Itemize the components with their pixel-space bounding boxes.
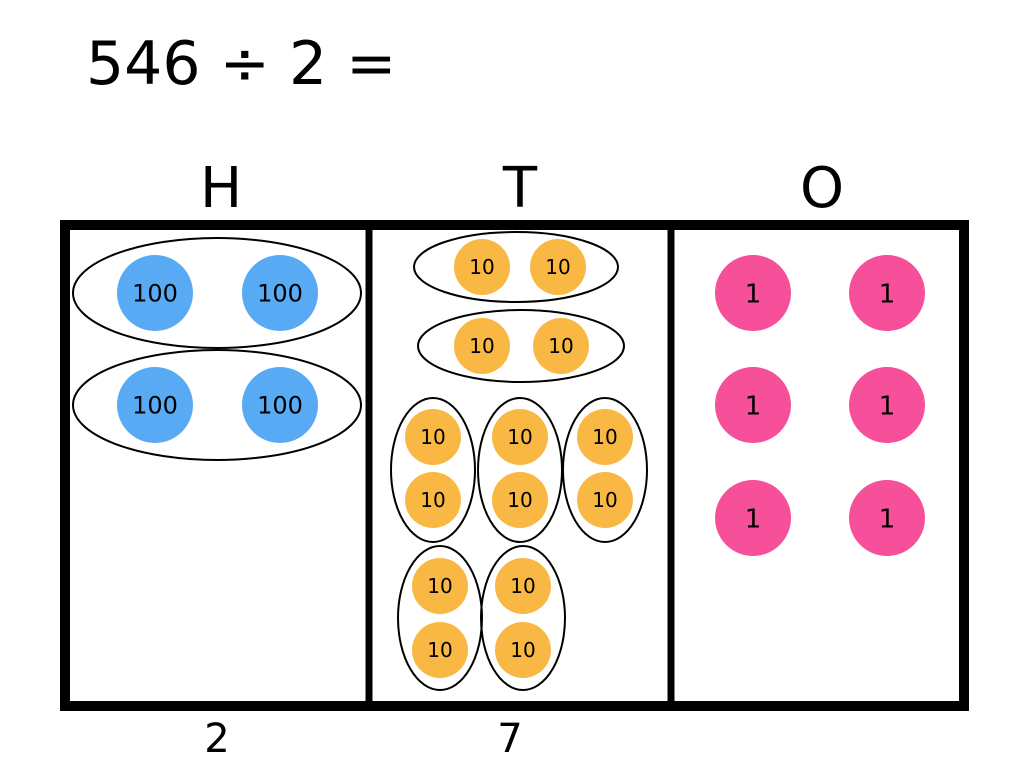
- ones-column: 1 1 1 1 1 1: [715, 255, 925, 556]
- ones-chip-disc: [715, 367, 791, 443]
- tens-chip-label: 10: [545, 255, 570, 279]
- hundreds-group-oval: [72, 237, 362, 349]
- tens-chip-disc: [405, 409, 461, 465]
- tens-chip: 10: [412, 558, 468, 614]
- tens-column: 10 10 10 10 10 10 10 10 10 10 10 10 10 10: [390, 231, 648, 691]
- hundreds-column: 100 100 100 100: [72, 237, 362, 461]
- ones-chip-label: 1: [745, 504, 762, 534]
- hundreds-chip-label: 100: [132, 392, 178, 420]
- hundreds-chip-disc: [242, 367, 318, 443]
- tens-group-oval: [480, 545, 566, 691]
- ones-chip-label: 1: [745, 279, 762, 309]
- tens-chip: 10: [577, 472, 633, 528]
- ones-chip-disc: [715, 255, 791, 331]
- tens-chip-label: 10: [469, 255, 494, 279]
- tens-chip: 10: [492, 472, 548, 528]
- tens-chip-disc: [530, 239, 586, 295]
- tens-chip-label: 10: [427, 638, 452, 662]
- column-header-tens: T: [502, 156, 538, 221]
- tens-chip-label: 10: [420, 488, 445, 512]
- tens-chip: 10: [492, 409, 548, 465]
- column-header-ones: O: [800, 156, 844, 221]
- tens-chip: 10: [495, 622, 551, 678]
- tens-group-oval: [417, 309, 625, 383]
- tens-chip-disc: [533, 318, 589, 374]
- tens-chip-label: 10: [592, 425, 617, 449]
- ones-chip-disc: [849, 480, 925, 556]
- tens-chip-disc: [405, 472, 461, 528]
- tens-chip-disc: [412, 558, 468, 614]
- tens-chip: 10: [454, 239, 510, 295]
- tens-chip-disc: [492, 472, 548, 528]
- ones-chip: 1: [715, 367, 791, 443]
- tens-chip-disc: [454, 318, 510, 374]
- tens-chip-label: 10: [507, 488, 532, 512]
- tens-chip-disc: [492, 409, 548, 465]
- tens-chip-label: 10: [510, 574, 535, 598]
- hundreds-chip-disc: [117, 255, 193, 331]
- tens-chip: 10: [577, 409, 633, 465]
- tens-chip-disc: [454, 239, 510, 295]
- tens-chip-disc: [577, 409, 633, 465]
- tens-chip-label: 10: [420, 425, 445, 449]
- tens-chip-label: 10: [592, 488, 617, 512]
- tens-chip-disc: [495, 558, 551, 614]
- ones-chip-disc: [715, 480, 791, 556]
- ones-chip-disc: [849, 255, 925, 331]
- ones-chip-disc: [849, 367, 925, 443]
- quotient-digit-tens: 7: [497, 716, 522, 762]
- tens-chip: 10: [530, 239, 586, 295]
- quotient-digit-hundreds: 2: [204, 716, 229, 762]
- ones-chip: 1: [849, 255, 925, 331]
- tens-chip-label: 10: [548, 334, 573, 358]
- hundreds-chip: 100: [242, 255, 318, 331]
- tens-group-oval: [390, 397, 476, 543]
- hundreds-chip-label: 100: [257, 280, 303, 308]
- hundreds-chip: 100: [117, 367, 193, 443]
- tens-chip: 10: [533, 318, 589, 374]
- column-header-hundreds: H: [200, 156, 242, 221]
- tens-chip-label: 10: [427, 574, 452, 598]
- ones-chip-label: 1: [879, 504, 896, 534]
- tens-chip: 10: [412, 622, 468, 678]
- tens-group-oval: [562, 397, 648, 543]
- ones-chip-label: 1: [745, 391, 762, 421]
- tens-chip-label: 10: [507, 425, 532, 449]
- tens-chip: 10: [405, 409, 461, 465]
- hundreds-chip: 100: [117, 255, 193, 331]
- ones-chip-label: 1: [879, 279, 896, 309]
- tens-group-oval: [413, 231, 619, 303]
- place-value-chart-frame: [60, 220, 969, 711]
- tens-chip-label: 10: [510, 638, 535, 662]
- hundreds-chip: 100: [242, 367, 318, 443]
- tens-chip-label: 10: [469, 334, 494, 358]
- tens-chip: 10: [405, 472, 461, 528]
- ones-chip: 1: [849, 480, 925, 556]
- tens-chip-disc: [577, 472, 633, 528]
- ones-chip: 1: [715, 480, 791, 556]
- hundreds-chip-disc: [242, 255, 318, 331]
- tens-chip: 10: [454, 318, 510, 374]
- ones-chip-label: 1: [879, 391, 896, 421]
- hundreds-chip-label: 100: [257, 392, 303, 420]
- tens-chip-disc: [412, 622, 468, 678]
- problem-equation: 546 ÷ 2 =: [86, 29, 396, 99]
- tens-chip: 10: [495, 558, 551, 614]
- tens-chip-disc: [495, 622, 551, 678]
- ones-chip: 1: [849, 367, 925, 443]
- hundreds-chip-label: 100: [132, 280, 178, 308]
- hundreds-group-oval: [72, 349, 362, 461]
- ones-chip: 1: [715, 255, 791, 331]
- hundreds-chip-disc: [117, 367, 193, 443]
